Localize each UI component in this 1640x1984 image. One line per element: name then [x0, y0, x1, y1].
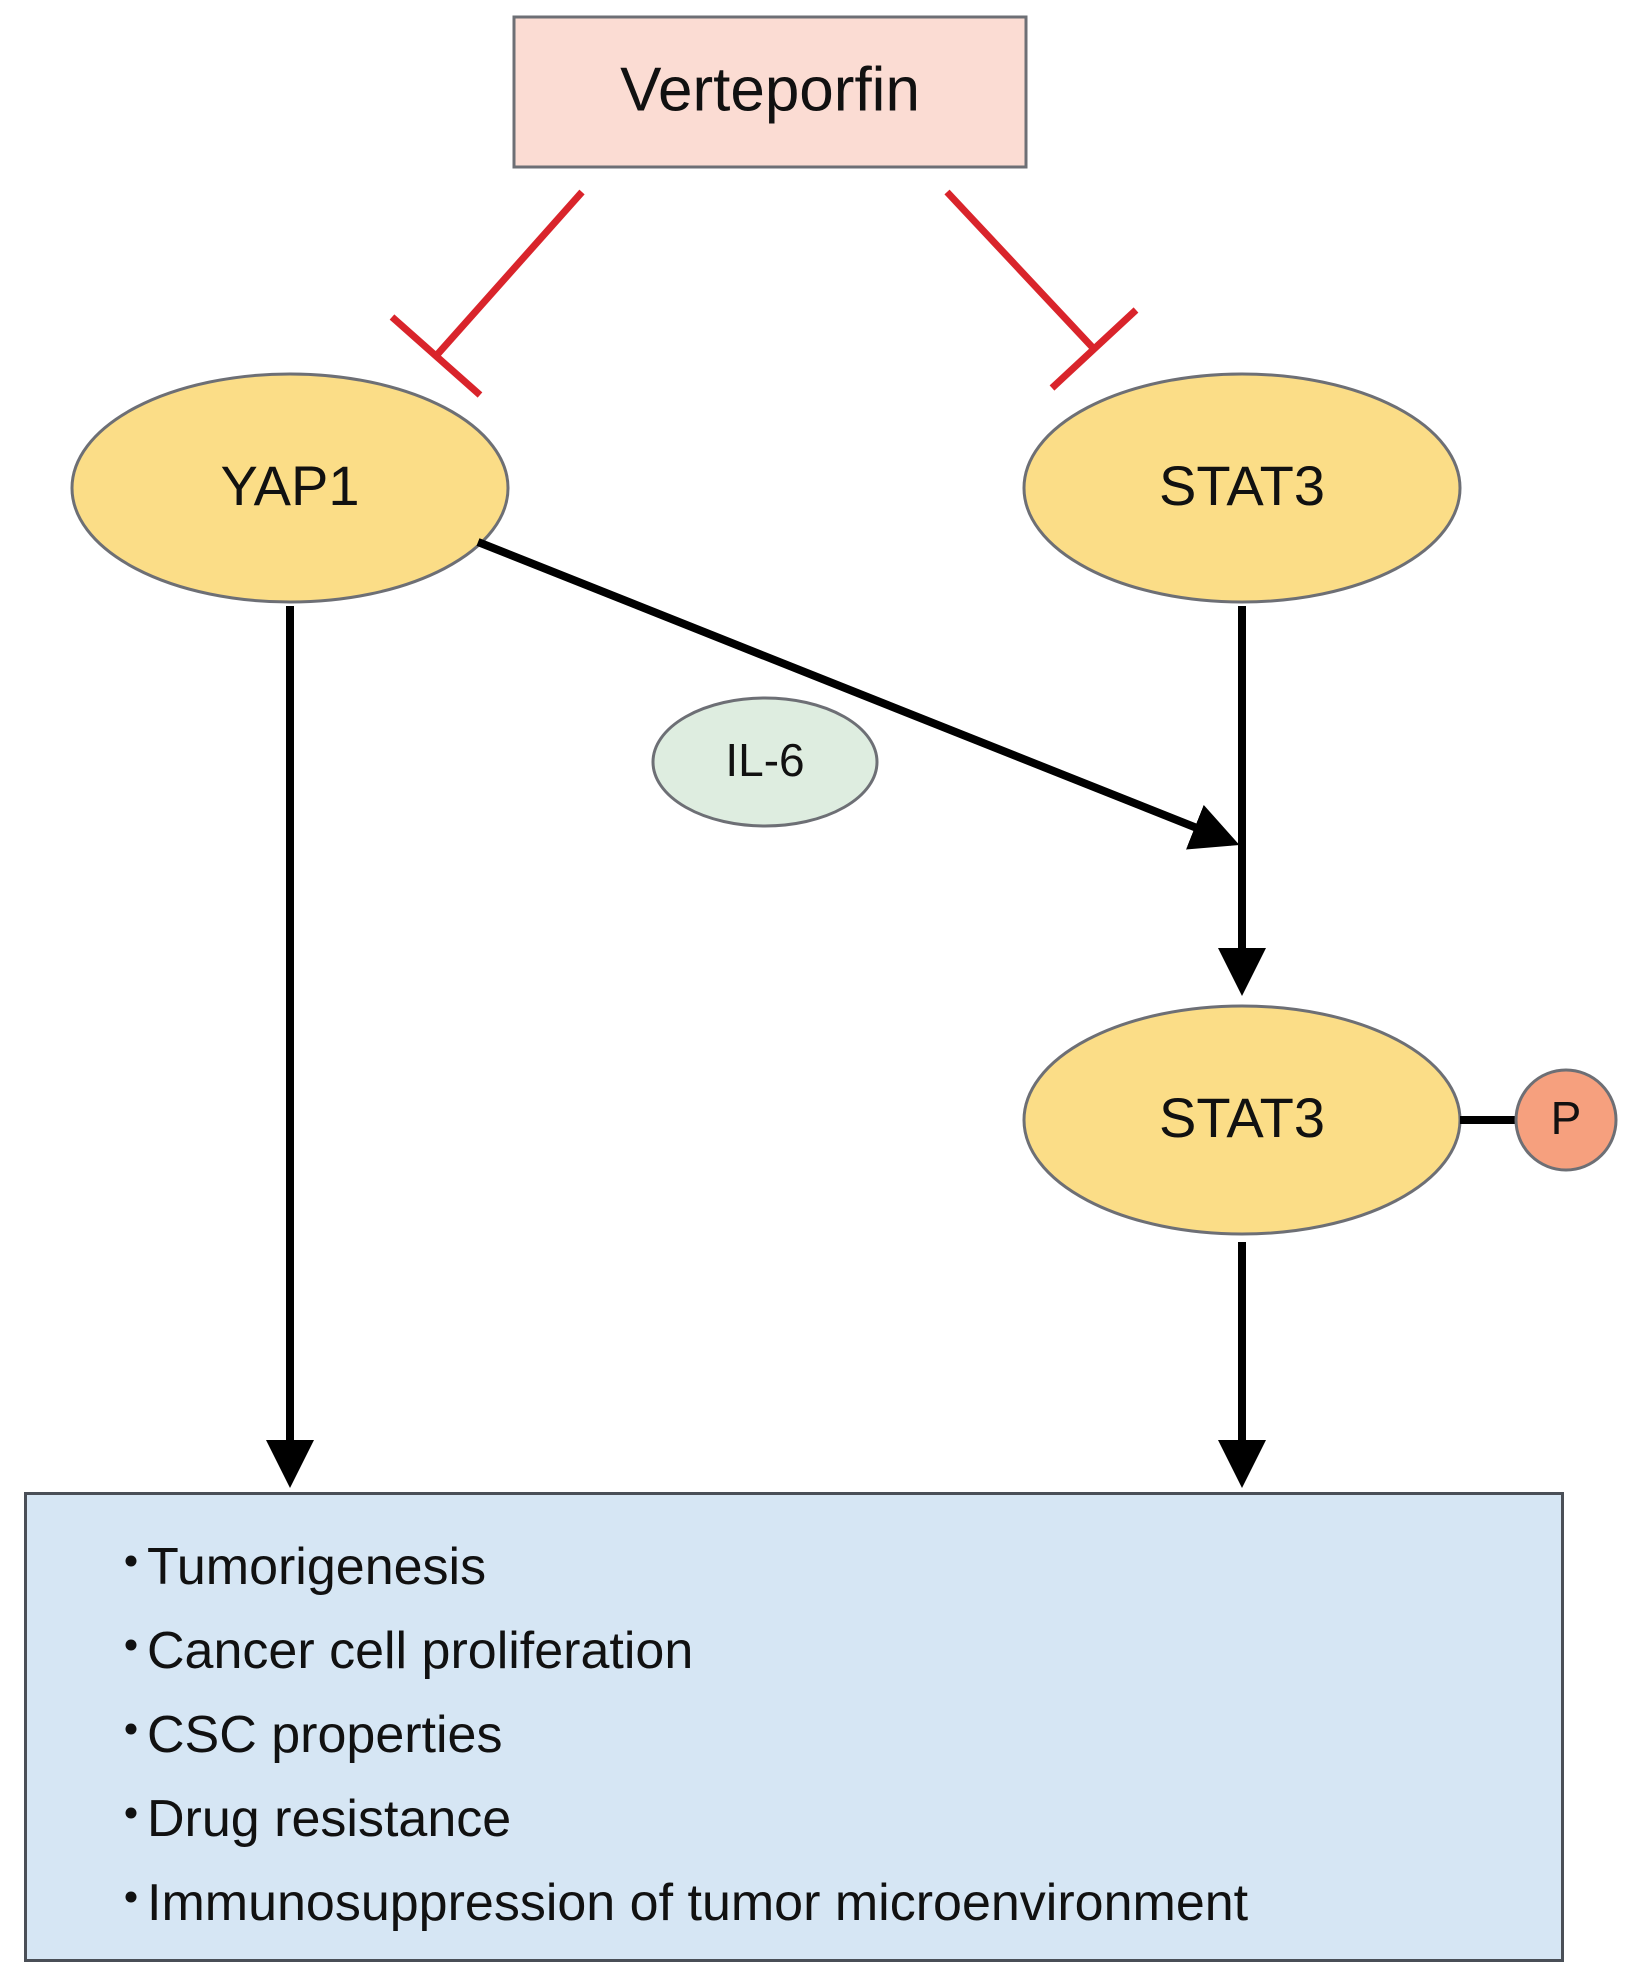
outcome-text: Tumorigenesis [147, 1538, 487, 1596]
outcome-item: ・ Immunosuppression of tumor microenviro… [85, 1861, 1561, 1945]
outcome-text: CSC properties [147, 1706, 503, 1764]
outcome-text: Cancer cell proliferation [147, 1622, 694, 1680]
arrow-yap1-to-stat3-pathway [476, 538, 1240, 850]
bullet-icon: ・ [105, 1703, 158, 1761]
inhibition-tbar-icon [389, 314, 483, 398]
bullet-icon: ・ [105, 1871, 158, 1929]
phospho-stat3-label: STAT3 [1159, 1086, 1325, 1149]
il6-node: IL-6 [651, 696, 879, 828]
verteporfin-node: Verteporfin [512, 15, 1028, 169]
phosphate-label: P [1551, 1092, 1582, 1144]
outcome-item: ・ Drug resistance [85, 1777, 1561, 1861]
bullet-icon: ・ [105, 1619, 158, 1677]
inhibition-to-stat3 [944, 189, 1139, 391]
bullet-icon: ・ [105, 1535, 158, 1593]
outcome-text: Immunosuppression of tumor microenvironm… [147, 1874, 1249, 1932]
stat3-node: STAT3 [1022, 372, 1462, 604]
inhibition-to-yap1 [389, 189, 585, 398]
outcome-text: Drug resistance [147, 1790, 512, 1848]
outcome-item: ・ Tumorigenesis [85, 1525, 1561, 1609]
yap1-label: YAP1 [220, 454, 359, 517]
inhibition-tbar-icon [1049, 307, 1139, 391]
bullet-icon: ・ [105, 1787, 158, 1845]
il6-label: IL-6 [725, 734, 804, 786]
outcomes-box: ・ Tumorigenesis ・ Cancer cell proliferat… [24, 1492, 1564, 1962]
verteporfin-label: Verteporfin [620, 55, 920, 124]
outcome-item: ・ CSC properties [85, 1693, 1561, 1777]
phosphate-node: P [1514, 1068, 1618, 1172]
outcome-item: ・ Cancer cell proliferation [85, 1609, 1561, 1693]
stat3-label: STAT3 [1159, 454, 1325, 517]
yap1-node: YAP1 [70, 372, 510, 604]
phospho-stat3-node: STAT3 [1022, 1004, 1462, 1236]
